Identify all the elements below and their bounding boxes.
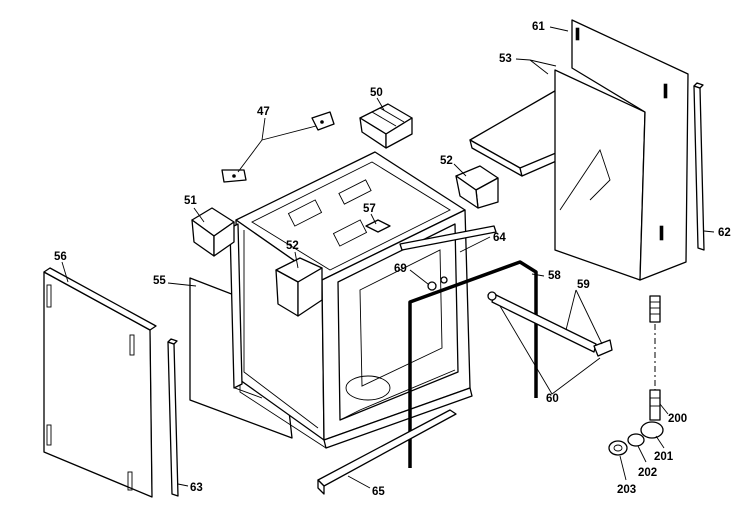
label-69: 69 [394,263,407,275]
bracket-47 [221,111,335,183]
label-203: 203 [617,484,636,496]
label-201: 201 [654,451,674,463]
leader-lines [61,26,715,489]
hinge-block-50 [359,103,413,149]
trim-strip-62 [693,82,705,251]
label-55: 55 [153,275,166,287]
label-60: 60 [546,393,559,405]
tube-64 [399,225,497,251]
label-51: 51 [184,195,197,207]
label-47: 47 [257,106,270,118]
label-65: 65 [372,486,385,498]
trim-strip-63 [167,338,179,497]
rail-65 [317,409,457,495]
label-57: 57 [363,203,376,215]
label-64: 64 [493,232,506,244]
back-panel-61 [554,19,689,281]
label-63: 63 [190,482,203,494]
rail-59 [487,291,613,357]
label-56: 56 [54,251,67,263]
label-61: 61 [532,21,545,33]
part-57 [365,219,391,233]
block-52-lower [275,257,323,317]
foot-assembly [608,295,664,456]
block-52-upper [455,165,499,209]
block-51 [191,207,235,257]
label-53: 53 [499,53,512,65]
label-59: 59 [577,279,590,291]
label-58: 58 [548,270,561,282]
label-62: 62 [718,227,731,239]
side-panel-56 [43,267,157,498]
dishwasher-tub [229,151,473,449]
part-69 [427,276,448,291]
label-52-upper: 52 [440,155,453,167]
label-202: 202 [638,467,657,479]
label-200: 200 [668,413,687,425]
callout-labels: 61 53 47 50 52 51 57 64 52 69 58 59 60 5… [54,21,731,498]
label-52-lower: 52 [286,240,299,252]
label-50: 50 [370,87,383,99]
